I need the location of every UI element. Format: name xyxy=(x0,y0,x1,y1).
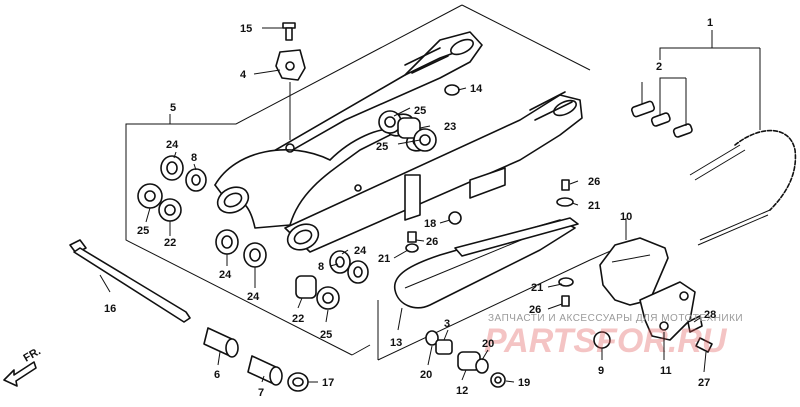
callout-22-right: 22 xyxy=(292,313,304,325)
pivot-collar-7 xyxy=(247,355,283,386)
callout-18: 18 xyxy=(424,218,436,230)
bolt-15 xyxy=(282,22,296,41)
callout-6: 6 xyxy=(214,369,220,381)
callout-15: 15 xyxy=(240,23,252,35)
callout-24-right: 24 xyxy=(354,245,367,257)
watermark: ЗАПЧАСТИ И АКСЕССУАРЫ ДЛЯ МОТОТЕХНИКИ PA… xyxy=(484,313,743,360)
callout-25-upper: 25 xyxy=(414,105,426,117)
callout-24-center: 24 xyxy=(219,269,232,281)
callout-7: 7 xyxy=(258,387,264,399)
callout-26-top: 26 xyxy=(588,176,600,188)
callout-14: 14 xyxy=(470,83,483,95)
callout-8-left: 8 xyxy=(191,152,197,164)
callout-4: 4 xyxy=(240,69,247,81)
callout-23: 23 xyxy=(444,121,456,133)
callout-16: 16 xyxy=(104,303,116,315)
callout-5: 5 xyxy=(170,102,176,114)
watermark-caption: ЗАПЧАСТИ И АКСЕССУАРЫ ДЛЯ МОТОТЕХНИКИ xyxy=(488,313,743,324)
front-label: FR. xyxy=(22,345,43,364)
callout-26-mid: 26 xyxy=(426,236,438,248)
callout-25-right: 25 xyxy=(320,329,332,341)
callout-21-low: 21 xyxy=(531,282,543,294)
callout-1: 1 xyxy=(707,17,713,29)
chain-joint xyxy=(630,100,693,138)
callout-3: 3 xyxy=(444,318,450,330)
drive-chain xyxy=(689,129,797,246)
callout-10: 10 xyxy=(620,211,632,223)
arrow-icon xyxy=(3,361,37,387)
pivot-nut-17 xyxy=(287,372,309,392)
callout-20-left: 20 xyxy=(420,369,432,381)
callout-19: 19 xyxy=(518,377,530,389)
small-hardware xyxy=(405,179,713,388)
callout-numbers: 15 4 14 5 25 23 25 24 8 25 22 24 24 1 2 … xyxy=(104,17,716,399)
callout-21-mid: 21 xyxy=(378,253,390,265)
guide-bracket xyxy=(639,281,696,341)
nut-14 xyxy=(444,84,460,96)
callout-28: 28 xyxy=(704,309,716,321)
chain-slider xyxy=(393,217,579,309)
callout-27: 27 xyxy=(698,377,710,389)
pivot-bearings-center xyxy=(215,229,267,268)
callout-21-top: 21 xyxy=(588,200,600,212)
cable-clamp xyxy=(275,49,306,140)
callout-9: 9 xyxy=(598,365,604,377)
swingarm xyxy=(214,31,583,253)
chain-guide xyxy=(599,237,669,306)
pivot-bearings-right xyxy=(295,250,369,310)
callout-26-low: 26 xyxy=(529,304,541,316)
pivot-bolt xyxy=(69,239,191,323)
callout-24-center-b: 24 xyxy=(247,291,260,303)
callout-12: 12 xyxy=(456,385,468,397)
callout-20-right: 20 xyxy=(482,338,494,350)
front-direction-arrow: FR. xyxy=(3,345,43,387)
callout-11: 11 xyxy=(660,365,672,377)
pivot-bearings-left xyxy=(137,155,207,222)
callout-24-left: 24 xyxy=(166,139,179,151)
watermark-logo: PARTSFOR.RU xyxy=(484,322,728,360)
pivot-collar-6 xyxy=(203,327,239,358)
callout-25-mid: 25 xyxy=(376,141,388,153)
callout-2: 2 xyxy=(656,61,662,73)
callout-22-left: 22 xyxy=(164,237,176,249)
callout-13: 13 xyxy=(390,337,402,349)
callout-leaders xyxy=(99,27,761,383)
callout-17: 17 xyxy=(322,377,334,389)
callout-25-left: 25 xyxy=(137,225,149,237)
callout-8-right: 8 xyxy=(318,261,324,273)
